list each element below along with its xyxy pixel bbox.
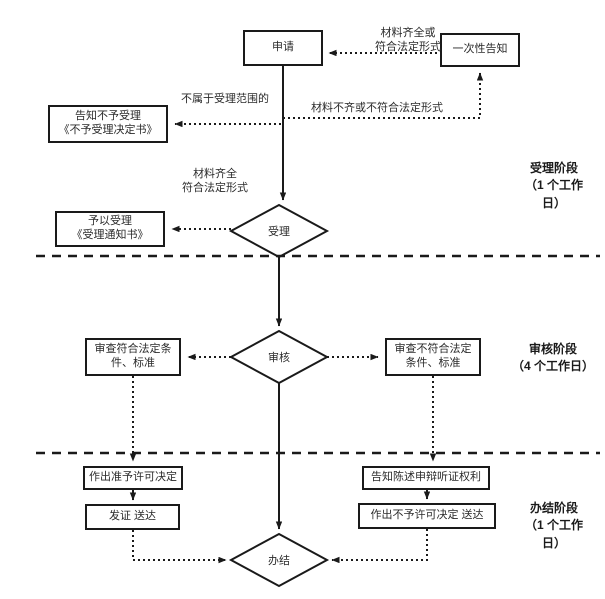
edge-label-not-in-scope: 不属于受理范围的 bbox=[181, 93, 269, 105]
node-accept-notice-label: 予以受理 《受理通知书》 bbox=[71, 215, 149, 241]
node-issue-deliver[interactable]: 发证 送达 bbox=[85, 504, 180, 530]
node-one-time-notice-label: 一次性告知 bbox=[452, 43, 508, 56]
node-apply[interactable]: 申请 bbox=[243, 30, 323, 66]
node-review-conform[interactable]: 审查符合法定条 件、标准 bbox=[85, 338, 181, 376]
node-review-conform-label: 审查符合法定条 件、标准 bbox=[94, 343, 172, 369]
edge-label-materials-complete-or-legal: 材料齐全或 符合法定形式 bbox=[375, 27, 441, 54]
node-issue-deliver-label: 发证 送达 bbox=[108, 510, 157, 523]
node-accept-diamond-label: 受理 bbox=[268, 226, 290, 238]
node-examine-diamond[interactable]: 审核 bbox=[231, 331, 327, 383]
completion-stage-label: 办结阶段 （1 个工作 日） bbox=[524, 501, 583, 550]
node-notify-rights-label: 告知陈述申辩听证权利 bbox=[371, 471, 481, 484]
node-notice-reject-label: 告知不予受理 《不予受理决定书》 bbox=[58, 110, 158, 136]
finish-diamond-shape bbox=[228, 532, 330, 588]
node-review-nonconform-label: 审查不符合法定 条件、标准 bbox=[394, 343, 472, 369]
node-notify-rights[interactable]: 告知陈述申辩听证权利 bbox=[362, 466, 490, 490]
node-one-time-notice[interactable]: 一次性告知 bbox=[440, 33, 520, 67]
edge-label-materials-complete-legal: 材料齐全 符合法定形式 bbox=[182, 168, 248, 195]
node-notice-reject[interactable]: 告知不予受理 《不予受理决定书》 bbox=[48, 105, 168, 143]
edge-apply-to-notice bbox=[283, 72, 484, 119]
review-stage-label: 审核阶段 （4 个工作日） bbox=[511, 342, 594, 374]
node-accept-diamond[interactable]: 受理 bbox=[231, 205, 327, 257]
edge-label-materials-incomplete: 材料不齐或不符合法定形式 bbox=[311, 102, 443, 114]
edge-deny-to-finish bbox=[331, 529, 428, 564]
node-apply-label: 申请 bbox=[272, 41, 294, 54]
node-finish-diamond[interactable]: 办结 bbox=[231, 534, 327, 586]
node-accept-notice[interactable]: 予以受理 《受理通知书》 bbox=[55, 211, 165, 247]
node-deny-decision[interactable]: 作出不予许可决定 送达 bbox=[358, 503, 496, 529]
edge-issue-to-finish bbox=[132, 530, 227, 564]
node-grant-decision[interactable]: 作出准予许可决定 bbox=[83, 466, 183, 490]
node-deny-decision-label: 作出不予许可决定 送达 bbox=[370, 509, 484, 522]
node-review-nonconform[interactable]: 审查不符合法定 条件、标准 bbox=[385, 338, 481, 376]
acceptance-stage-label: 受理阶段 （1 个工作 日） bbox=[524, 161, 583, 210]
node-finish-diamond-label: 办结 bbox=[268, 555, 290, 567]
node-grant-decision-label: 作出准予许可决定 bbox=[89, 471, 177, 484]
node-examine-diamond-label: 审核 bbox=[268, 352, 290, 364]
